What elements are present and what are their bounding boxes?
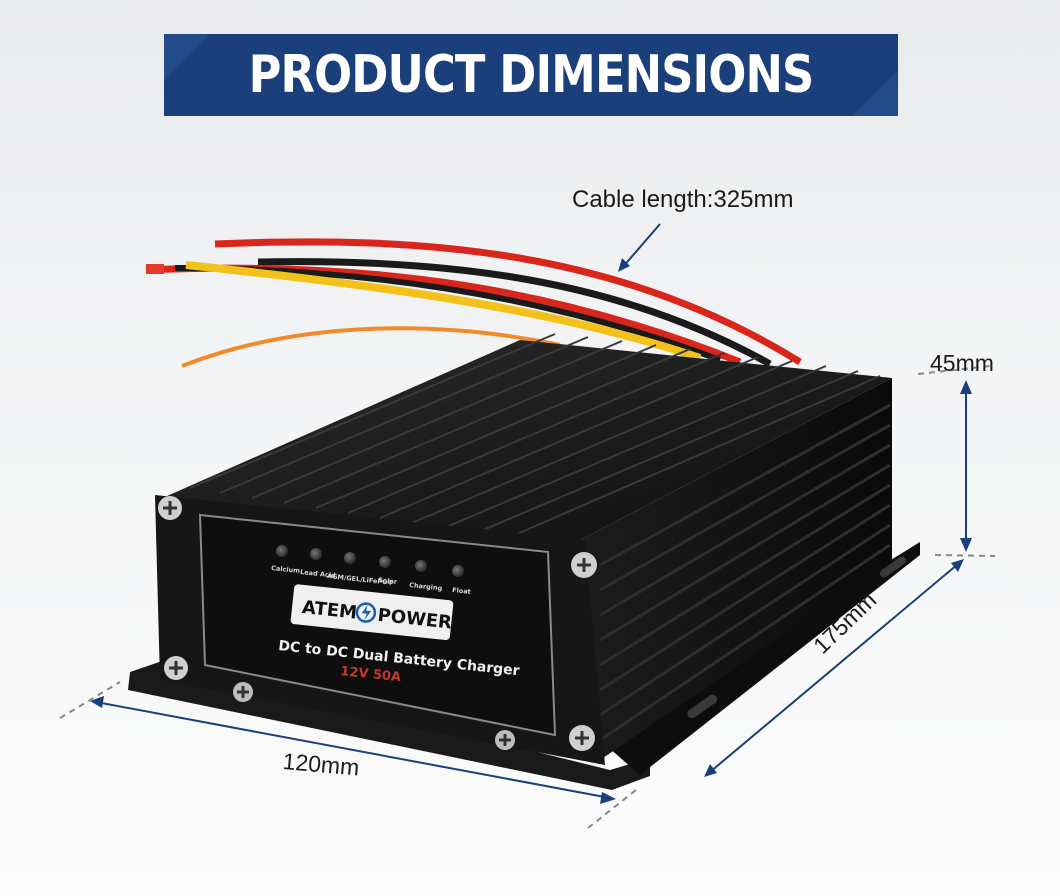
model-spec: 12V 50A — [340, 664, 402, 685]
brand-logo: ATEM POWER — [290, 584, 454, 641]
banner-background — [164, 34, 898, 116]
page-title: PRODUCT DIMENSIONS — [248, 45, 815, 105]
heatsink-fins-side — [599, 403, 891, 742]
case-top — [158, 340, 892, 540]
red-wire — [214, 238, 802, 365]
led-icon — [276, 545, 288, 557]
bolt-icon — [355, 602, 377, 623]
yellow-wire — [185, 261, 702, 362]
orange-wire — [181, 326, 561, 368]
mounting-flange-right — [600, 542, 920, 775]
flange-slot-2 — [879, 556, 907, 578]
led-icon — [310, 548, 322, 560]
led-label: Float — [452, 586, 471, 596]
wire-tip — [146, 264, 164, 274]
screw-icon — [164, 656, 188, 680]
cable-length-label: Cable length:325mm — [572, 186, 794, 213]
flange-slot — [687, 694, 718, 719]
led-icon — [379, 556, 391, 568]
black-wire — [257, 258, 772, 368]
height-label: 45mm — [930, 350, 994, 376]
led-icon — [344, 552, 356, 564]
screw-icon — [571, 552, 597, 578]
led-label: Charging — [409, 581, 443, 592]
cable-bundle — [145, 238, 802, 368]
screw-icon — [495, 730, 515, 750]
screw-icon — [233, 682, 253, 702]
led-label: Lead Acid — [300, 568, 337, 580]
indicator-leds — [276, 545, 464, 577]
heatsink-fins-top — [189, 333, 881, 539]
led-icon — [415, 560, 427, 572]
dimension-guides — [59, 223, 996, 829]
led-label: Calcium — [271, 564, 301, 575]
screw-icon — [569, 725, 595, 751]
screw-icon — [158, 496, 182, 520]
led-icon — [452, 565, 464, 577]
case-side — [580, 378, 892, 760]
led-label: Solar — [378, 576, 398, 586]
